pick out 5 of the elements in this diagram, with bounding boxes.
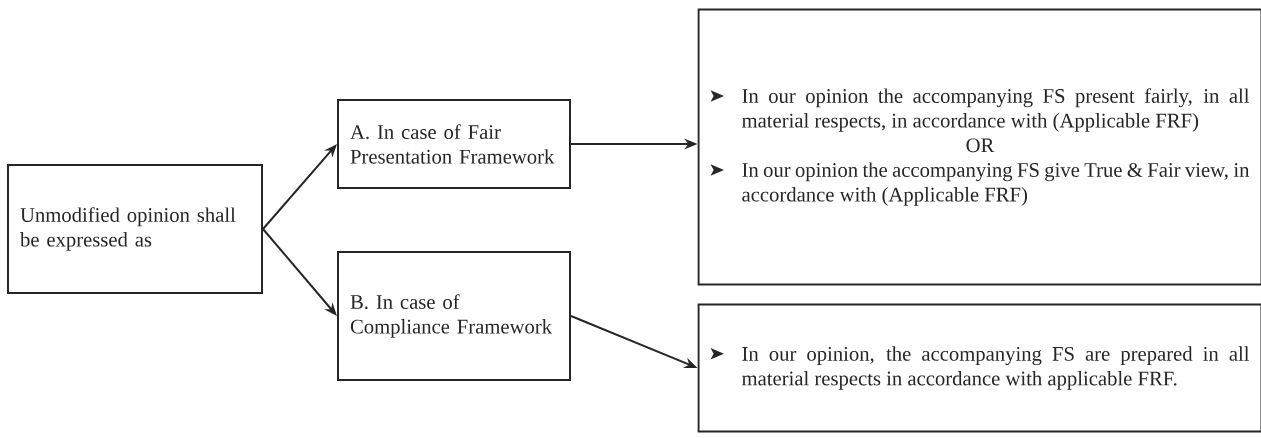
process-box: B. In case of Compliance Framework [337,251,571,381]
statement-box: In our opinion the accompanying FS present fairly, in all material respects, in accordance with (Applicable FRF) OR In our opinion the accompanying FS give True & Fair view, in accordance with (Applicable FRF) [697,8,1261,286]
process-box: A. In case of Fair Presentation Framework [337,99,571,189]
statement-box: In our opinion, the accompanying FS are prepared in all material respects in accordance with applicable FRF. [697,303,1261,433]
process-box: Unmodified opinion shall be expressed as [7,164,263,294]
